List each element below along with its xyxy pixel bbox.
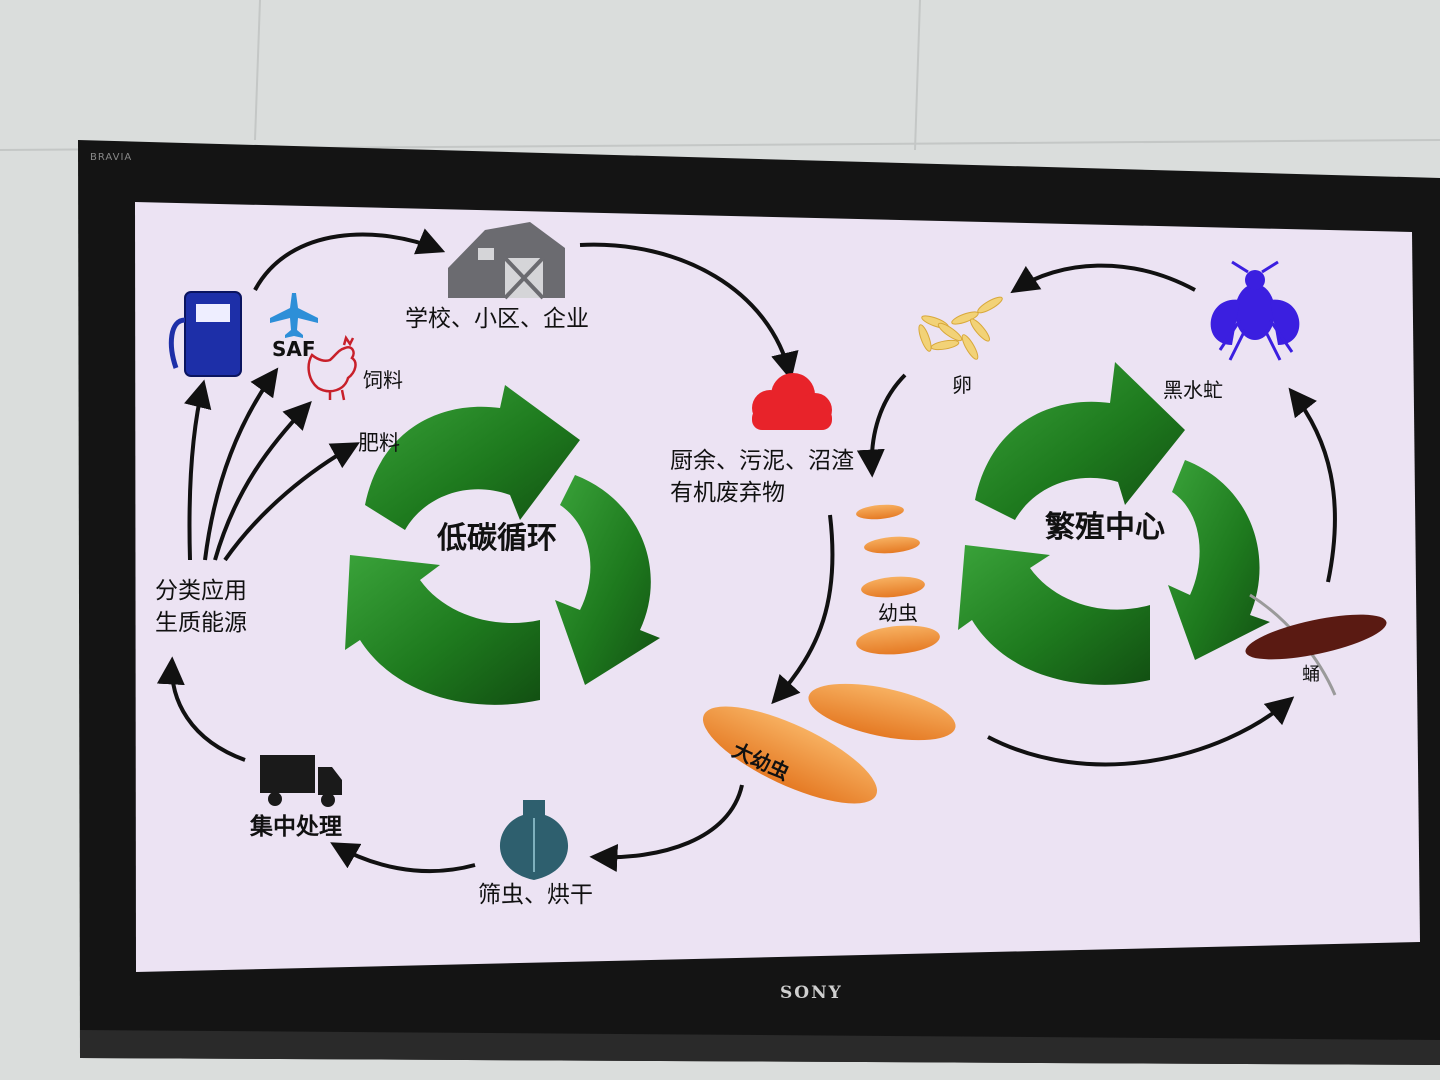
tv-model-label: BRAVIA — [90, 152, 132, 163]
arrow-larvae-to-bigLarvae — [771, 514, 835, 705]
right-recycle-icon — [958, 362, 1270, 685]
arrow-app-to-fertilizer — [223, 442, 360, 562]
egg-label: 卵 — [952, 373, 972, 397]
saf-label: SAF — [272, 337, 316, 361]
arrow-app-to-fuel — [184, 379, 212, 561]
screen — [135, 202, 1420, 972]
feed-label: 饲料 — [363, 368, 403, 392]
left-cycle-center-label: 低碳循环 — [437, 521, 557, 556]
arrow-screening-to-processing — [330, 842, 476, 874]
arrow-egg-to-larvae — [856, 373, 907, 478]
arrow-bigLarvae-to-screening — [589, 784, 744, 873]
pupa-label: 蛹 — [1302, 664, 1320, 685]
cloud-icon — [752, 373, 832, 430]
left-cycle-arrows — [156, 228, 799, 874]
right-cycle-center-label: 繁殖中心 — [1045, 510, 1165, 545]
left-recycle-icon — [345, 385, 660, 705]
arrow-buildings-to-waste — [579, 242, 799, 381]
arrow-fuel-to-buildings — [253, 228, 446, 291]
arrow-app-to-feed — [213, 400, 312, 561]
right-cycle-arrows — [771, 263, 1337, 767]
tv-brand-logo: SONY — [780, 983, 843, 1003]
fly-icon — [1210, 260, 1300, 361]
rooster-icon — [307, 335, 357, 401]
waste-label: 厨余、污泥、沼渣 有机废弃物 — [670, 448, 854, 506]
arrow-app-to-saf — [203, 367, 279, 561]
egg-cluster-icon — [918, 296, 1003, 360]
flask-icon — [499, 800, 569, 880]
big-larvae-icon — [702, 683, 956, 804]
arrow-fly-to-egg — [1010, 263, 1196, 294]
arrow-pupa-to-fly — [1288, 387, 1337, 583]
larvae-label: 幼虫 — [878, 601, 918, 625]
pupa-icon — [1245, 593, 1387, 696]
screening-label: 筛虫、烘干 — [478, 882, 593, 908]
application-label: 分类应用 生质能源 — [155, 578, 247, 636]
airplane-icon — [270, 293, 318, 338]
fertilizer-label: 肥料 — [358, 431, 400, 455]
arrow-bigLarvae-to-pupa — [987, 696, 1295, 767]
truck-icon — [260, 755, 342, 807]
buildings-label: 学校、小区、企业 — [405, 306, 589, 332]
fuel-pump-icon — [168, 291, 242, 377]
arrow-processing-to-application — [156, 656, 246, 762]
barn-icon — [448, 222, 565, 300]
fly-label: 黑水虻 — [1163, 378, 1223, 402]
small-larvae-icon — [856, 504, 940, 655]
processing-label: 集中处理 — [250, 814, 342, 840]
